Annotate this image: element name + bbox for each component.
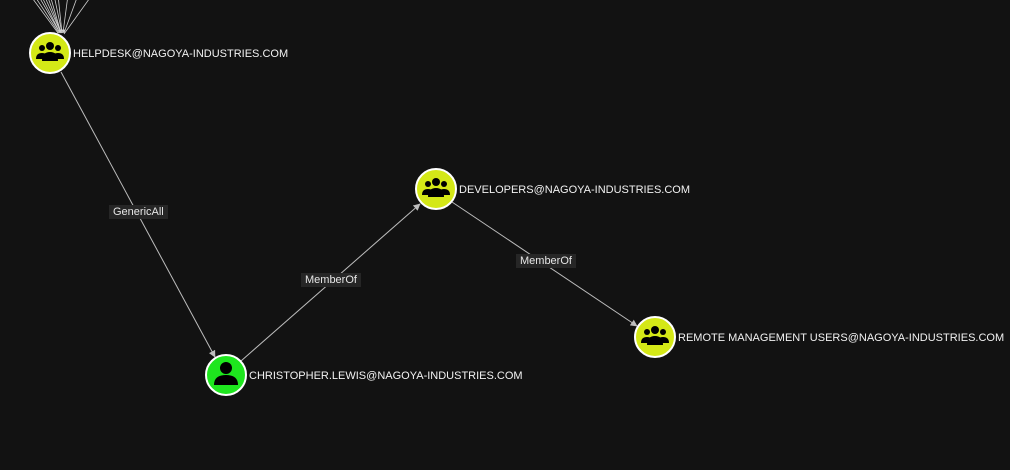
group-icon (641, 326, 669, 345)
node-remote-management-users[interactable] (634, 316, 676, 358)
node-label-christopher-lewis: CHRISTOPHER.LEWIS@NAGOYA-INDUSTRIES.COM (249, 370, 523, 382)
group-icon (422, 178, 450, 197)
node-label-developers: DEVELOPERS@NAGOYA-INDUSTRIES.COM (459, 184, 690, 196)
edge-label-memberof-2[interactable]: MemberOf (516, 254, 576, 268)
node-helpdesk[interactable] (29, 32, 71, 74)
user-icon (214, 362, 238, 385)
node-label-helpdesk: HELPDESK@NAGOYA-INDUSTRIES.COM (73, 48, 289, 60)
node-christopher-lewis[interactable] (205, 354, 247, 396)
incoming-edge-fan (33, 0, 89, 35)
group-icon (36, 42, 64, 61)
edge-label-memberof-1[interactable]: MemberOf (301, 273, 361, 287)
node-developers[interactable] (415, 168, 457, 210)
edge-label-genericall[interactable]: GenericAll (109, 205, 168, 219)
node-label-remote-management-users: REMOTE MANAGEMENT USERS@NAGOYA-INDUSTRIE… (678, 332, 1005, 344)
